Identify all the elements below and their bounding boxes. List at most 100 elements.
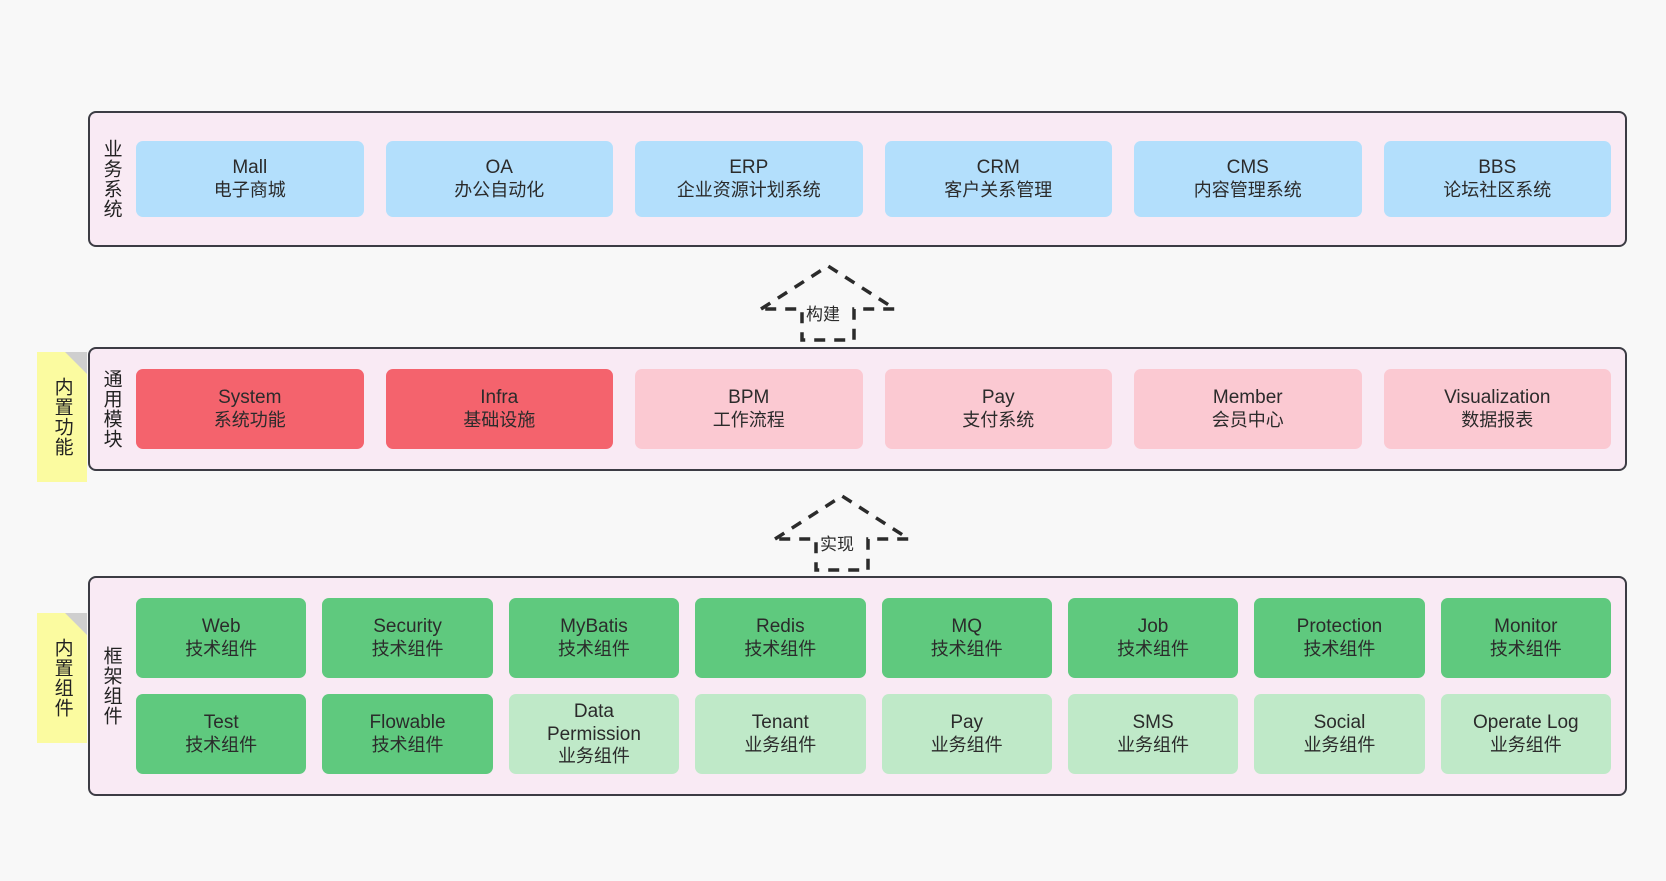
card-subtitle: 内容管理系统	[1193, 179, 1302, 200]
business-card-mall[interactable]: Mall 电子商城	[136, 141, 364, 217]
card-subtitle: 业务组件	[744, 734, 817, 755]
card-title: Operate Log	[1472, 712, 1579, 734]
card-title: BPM	[728, 387, 770, 409]
card-title: Test	[203, 712, 239, 734]
card-title: Monitor	[1494, 616, 1558, 638]
connector-implement-arrow-shape	[772, 493, 912, 572]
common-card-visualization[interactable]: Visualization 数据报表	[1383, 369, 1611, 449]
layer-common-body: System 系统功能 Infra 基础设施 BPM 工作流程 Pay 支付系统…	[132, 349, 1625, 469]
card-subtitle: 技术组件	[185, 638, 258, 659]
framework-card-tenant[interactable]: Tenant 业务组件	[695, 694, 866, 774]
card-title: Flowable	[369, 712, 446, 734]
framework-business-row: Test 技术组件 Flowable 技术组件 Data Permission …	[136, 694, 1611, 774]
card-subtitle: 技术组件	[1489, 638, 1562, 659]
card-subtitle: 业务组件	[1117, 734, 1190, 755]
card-title: Infra	[480, 387, 519, 409]
framework-card-security[interactable]: Security 技术组件	[322, 598, 493, 678]
card-subtitle: 技术组件	[744, 638, 817, 659]
card-subtitle: 业务组件	[557, 746, 630, 767]
card-title: Data Permission	[546, 700, 641, 746]
card-title: SMS	[1132, 712, 1174, 734]
framework-card-monitor[interactable]: Monitor 技术组件	[1440, 598, 1611, 678]
card-title: MQ	[951, 616, 982, 638]
card-title: Mall	[232, 157, 268, 179]
framework-card-mq[interactable]: MQ 技术组件	[881, 598, 1052, 678]
framework-card-operate-log[interactable]: Operate Log 业务组件	[1440, 694, 1611, 774]
framework-card-redis[interactable]: Redis 技术组件	[695, 598, 866, 678]
business-card-erp[interactable]: ERP 企业资源计划系统	[635, 141, 863, 217]
card-title: Security	[373, 616, 442, 638]
card-subtitle: 技术组件	[371, 638, 444, 659]
card-title: BBS	[1478, 157, 1517, 179]
framework-card-social[interactable]: Social 业务组件	[1254, 694, 1425, 774]
common-card-system[interactable]: System 系统功能	[136, 369, 364, 449]
framework-card-sms[interactable]: SMS 业务组件	[1067, 694, 1239, 774]
business-row: Mall 电子商城 OA 办公自动化 ERP 企业资源计划系统 CRM 客户关系…	[136, 141, 1611, 217]
layer-framework-component: 框架组件 Web 技术组件 Security 技术组件 MyBatis 技术组件…	[88, 576, 1627, 796]
card-subtitle: 技术组件	[371, 734, 444, 755]
card-subtitle: 支付系统	[962, 409, 1035, 430]
card-title: CMS	[1226, 157, 1269, 179]
card-subtitle: 技术组件	[930, 638, 1003, 659]
layer-framework-body: Web 技术组件 Security 技术组件 MyBatis 技术组件 Redi…	[132, 578, 1625, 794]
card-subtitle: 业务组件	[930, 734, 1003, 755]
card-subtitle: 工作流程	[712, 409, 785, 430]
card-subtitle: 客户关系管理	[944, 179, 1053, 200]
card-title: Visualization	[1444, 387, 1551, 409]
layer-business-label: 业务系统	[100, 139, 122, 219]
card-title: Web	[201, 616, 241, 638]
common-row: System 系统功能 Infra 基础设施 BPM 工作流程 Pay 支付系统…	[136, 369, 1611, 449]
common-card-infra[interactable]: Infra 基础设施	[385, 369, 613, 449]
card-subtitle: 基础设施	[463, 409, 536, 430]
layer-business-system: 业务系统 Mall 电子商城 OA 办公自动化 ERP 企业资源计划系统 CRM	[88, 111, 1627, 247]
connector-implement-label: 实现	[820, 535, 854, 554]
business-card-crm[interactable]: CRM 客户关系管理	[884, 141, 1112, 217]
card-subtitle: 办公自动化	[454, 179, 545, 200]
card-subtitle: 技术组件	[557, 638, 630, 659]
card-subtitle: 技术组件	[1303, 638, 1376, 659]
business-card-bbs[interactable]: BBS 论坛社区系统	[1383, 141, 1611, 217]
card-title: Redis	[756, 616, 805, 638]
layer-common-label: 通用模块	[100, 369, 122, 449]
card-subtitle: 技术组件	[1117, 638, 1190, 659]
connector-implement-arrow: 实现	[772, 492, 912, 572]
card-subtitle: 技术组件	[185, 734, 258, 755]
card-subtitle: 数据报表	[1461, 409, 1534, 430]
framework-card-job[interactable]: Job 技术组件	[1067, 598, 1239, 678]
layer-common-module: 通用模块 System 系统功能 Infra 基础设施 BPM 工作流程 Pay	[88, 347, 1627, 471]
card-subtitle: 论坛社区系统	[1443, 179, 1552, 200]
note-label: 内置组件	[51, 638, 73, 718]
card-title: MyBatis	[560, 616, 628, 638]
framework-card-flowable[interactable]: Flowable 技术组件	[322, 694, 493, 774]
card-subtitle: 业务组件	[1303, 734, 1376, 755]
card-subtitle: 企业资源计划系统	[676, 179, 821, 200]
card-title: System	[218, 387, 282, 409]
card-subtitle: 系统功能	[213, 409, 286, 430]
connector-build-label: 构建	[806, 305, 840, 324]
card-title: CRM	[976, 157, 1020, 179]
layer-framework-label: 框架组件	[100, 646, 122, 726]
card-title: Protection	[1296, 616, 1383, 638]
framework-card-protection[interactable]: Protection 技术组件	[1254, 598, 1425, 678]
card-title: OA	[485, 157, 513, 179]
framework-card-pay[interactable]: Pay 业务组件	[881, 694, 1052, 774]
note-label: 内置功能	[51, 377, 73, 457]
framework-card-web[interactable]: Web 技术组件	[136, 598, 307, 678]
card-subtitle: 电子商城	[213, 179, 286, 200]
framework-card-test[interactable]: Test 技术组件	[136, 694, 307, 774]
framework-card-mybatis[interactable]: MyBatis 技术组件	[508, 598, 680, 678]
common-card-bpm[interactable]: BPM 工作流程	[635, 369, 863, 449]
note-fold-corner	[65, 613, 87, 635]
card-subtitle: 业务组件	[1489, 734, 1562, 755]
framework-card-data-permission[interactable]: Data Permission 业务组件	[508, 694, 680, 774]
common-card-pay[interactable]: Pay 支付系统	[884, 369, 1112, 449]
business-card-oa[interactable]: OA 办公自动化	[385, 141, 613, 217]
card-title: Pay	[981, 387, 1015, 409]
connector-build-arrow-shape	[758, 263, 898, 342]
note-builtin-features: 内置功能	[37, 352, 87, 482]
card-title: Social	[1313, 712, 1366, 734]
common-card-member[interactable]: Member 会员中心	[1134, 369, 1362, 449]
business-card-cms[interactable]: CMS 内容管理系统	[1134, 141, 1362, 217]
card-title: Tenant	[751, 712, 809, 734]
